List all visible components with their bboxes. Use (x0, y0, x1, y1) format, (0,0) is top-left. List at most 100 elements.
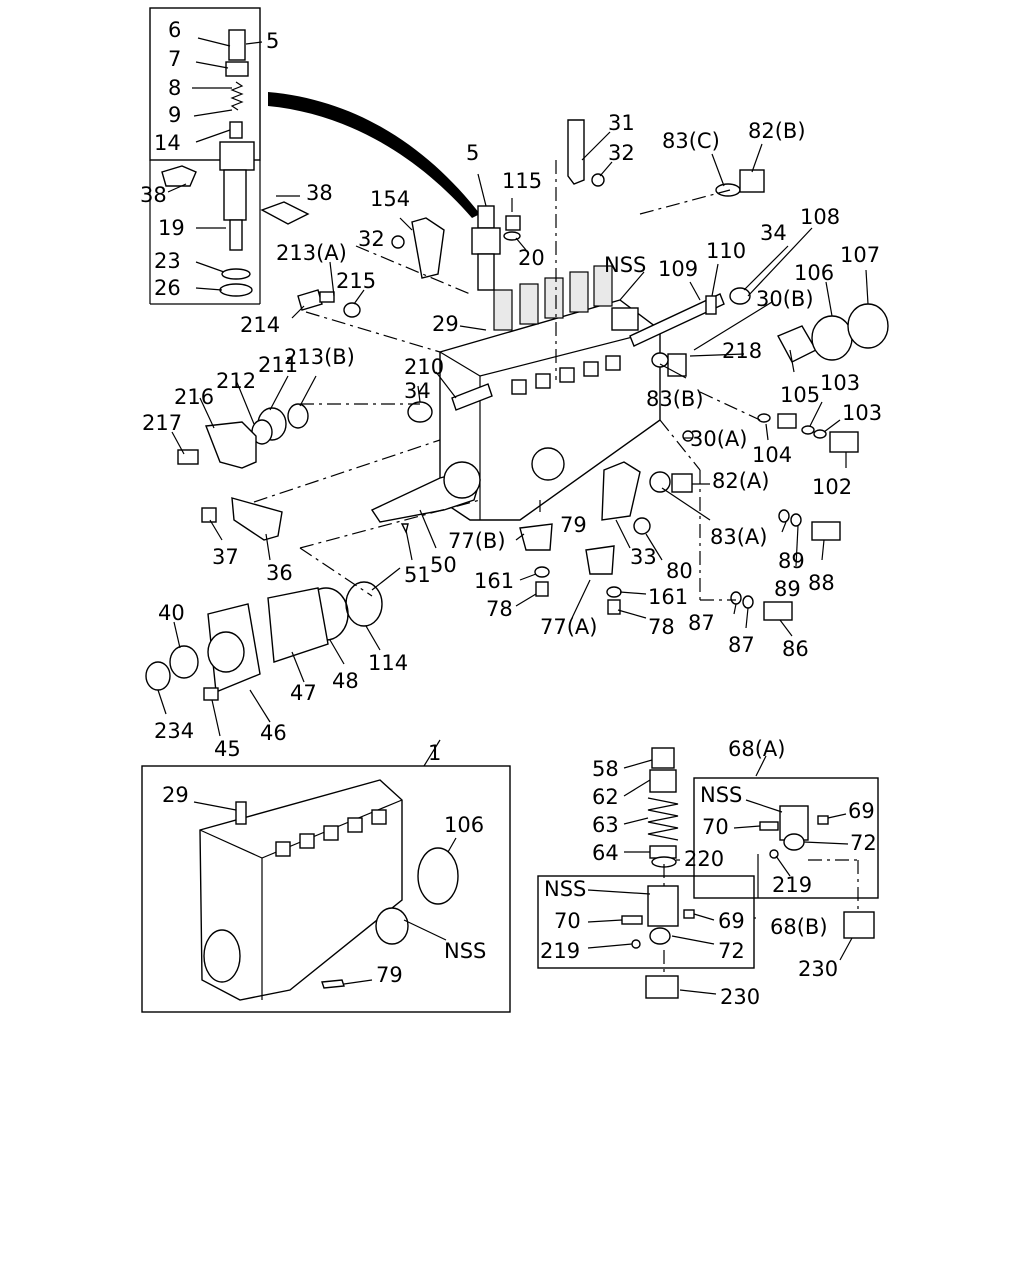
name-plate (611, 307, 639, 331)
callout-88: 88 (808, 571, 835, 595)
pump-assembled (199, 779, 403, 1001)
clamp-right (260, 201, 310, 225)
callout-83c: 83(C) (662, 129, 720, 153)
callout-214: 214 (240, 313, 280, 337)
callout-215: 215 (336, 269, 376, 293)
callout-6: 6 (168, 18, 181, 42)
seal (219, 283, 253, 297)
shim-230-bottom (645, 975, 679, 999)
callout-5-top: 5 (466, 141, 479, 165)
callout-114: 114 (368, 651, 408, 675)
callout-72-68a: 72 (850, 831, 877, 855)
callout-30a: 30(A) (690, 427, 747, 451)
tappet-68b (647, 885, 679, 927)
callout-51: 51 (404, 563, 431, 587)
clamp-left (161, 165, 197, 187)
plate-77a (585, 545, 615, 575)
callout-83a: 83(A) (710, 525, 767, 549)
delivery-valve-holder (228, 29, 246, 61)
callout-104: 104 (752, 443, 792, 467)
element-4 (569, 271, 589, 313)
detail-arrow (268, 92, 480, 218)
cover-plate (601, 461, 641, 521)
callout-154: 154 (370, 187, 410, 211)
clamp-216 (205, 421, 257, 469)
box-68a (693, 777, 879, 899)
callout-219-68a: 219 (772, 873, 812, 897)
callout-77b: 77(B) (448, 529, 506, 553)
callout-72-68b: 72 (718, 939, 745, 963)
callout-48: 48 (332, 669, 359, 693)
control-rack (629, 293, 725, 347)
callout-103b: 103 (842, 401, 882, 425)
callout-34-left: 34 (404, 379, 431, 403)
valve-spring (230, 81, 244, 111)
barrel-head (219, 141, 255, 171)
bearing-114 (345, 581, 383, 627)
callout-46: 46 (260, 721, 287, 745)
shaft-210 (451, 383, 493, 411)
callout-23: 23 (154, 249, 181, 273)
callout-216: 216 (174, 385, 214, 409)
ring-234 (145, 661, 171, 691)
callout-34-right: 34 (760, 221, 787, 245)
callout-nss-68b: NSS (544, 877, 586, 901)
spring-63 (647, 797, 679, 841)
bracket-36 (231, 497, 283, 541)
callout-161b: 161 (648, 585, 688, 609)
detail-box-upper (149, 7, 261, 161)
callout-19: 19 (158, 216, 185, 240)
callout-69-68b: 69 (718, 909, 745, 933)
callout-86: 86 (782, 637, 809, 661)
callout-79: 79 (560, 513, 587, 537)
callout-38b: 38 (306, 181, 333, 205)
callout-36: 36 (266, 561, 293, 585)
element-1 (493, 289, 513, 331)
tappet-group: 58 62 63 64 220 68(A) NSS 69 70 72 219 2… (537, 737, 879, 1009)
callout-69-68a: 69 (848, 799, 875, 823)
o-ring (221, 268, 251, 280)
element-3 (544, 277, 564, 319)
callout-107: 107 (840, 243, 880, 267)
callout-78b: 78 (648, 615, 675, 639)
callout-78a: 78 (486, 597, 513, 621)
callout-9: 9 (168, 103, 181, 127)
callout-77a: 77(A) (540, 615, 597, 639)
callout-45: 45 (214, 737, 241, 761)
callout-20: 20 (518, 246, 545, 270)
callout-29: 29 (432, 312, 459, 336)
callout-63: 63 (592, 813, 619, 837)
callout-220: 220 (684, 847, 724, 871)
callout-37: 37 (212, 545, 239, 569)
callout-219-68b: 219 (540, 939, 580, 963)
callout-68a: 68(A) (728, 737, 785, 761)
callout-103a: 103 (820, 371, 860, 395)
camshaft-bore (531, 447, 565, 481)
callout-213b: 213(B) (284, 345, 355, 369)
callout-217: 217 (142, 411, 182, 435)
valve (229, 121, 243, 139)
callout-64: 64 (592, 841, 619, 865)
callout-31: 31 (608, 111, 635, 135)
bearing-105 (777, 325, 817, 363)
callout-47: 47 (290, 681, 317, 705)
callout-102: 102 (812, 475, 852, 499)
element-5 (593, 265, 613, 307)
callout-212: 212 (216, 369, 256, 393)
callout-87b: 87 (728, 633, 755, 657)
callout-26: 26 (154, 276, 181, 300)
callout-33: 33 (630, 545, 657, 569)
callout-30b: 30(B) (756, 287, 814, 311)
callout-89b: 89 (774, 577, 801, 601)
callout-1: 1 (428, 741, 441, 765)
oil-seal-40 (169, 645, 199, 679)
gasket-47 (267, 587, 329, 663)
seat-62 (649, 769, 677, 793)
callout-110: 110 (706, 239, 746, 263)
ring-106 (811, 315, 853, 361)
assembly-frame (141, 765, 511, 1013)
callout-230-bottom: 230 (720, 985, 760, 1009)
barrel-body (223, 169, 247, 221)
callout-234: 234 (154, 719, 194, 743)
